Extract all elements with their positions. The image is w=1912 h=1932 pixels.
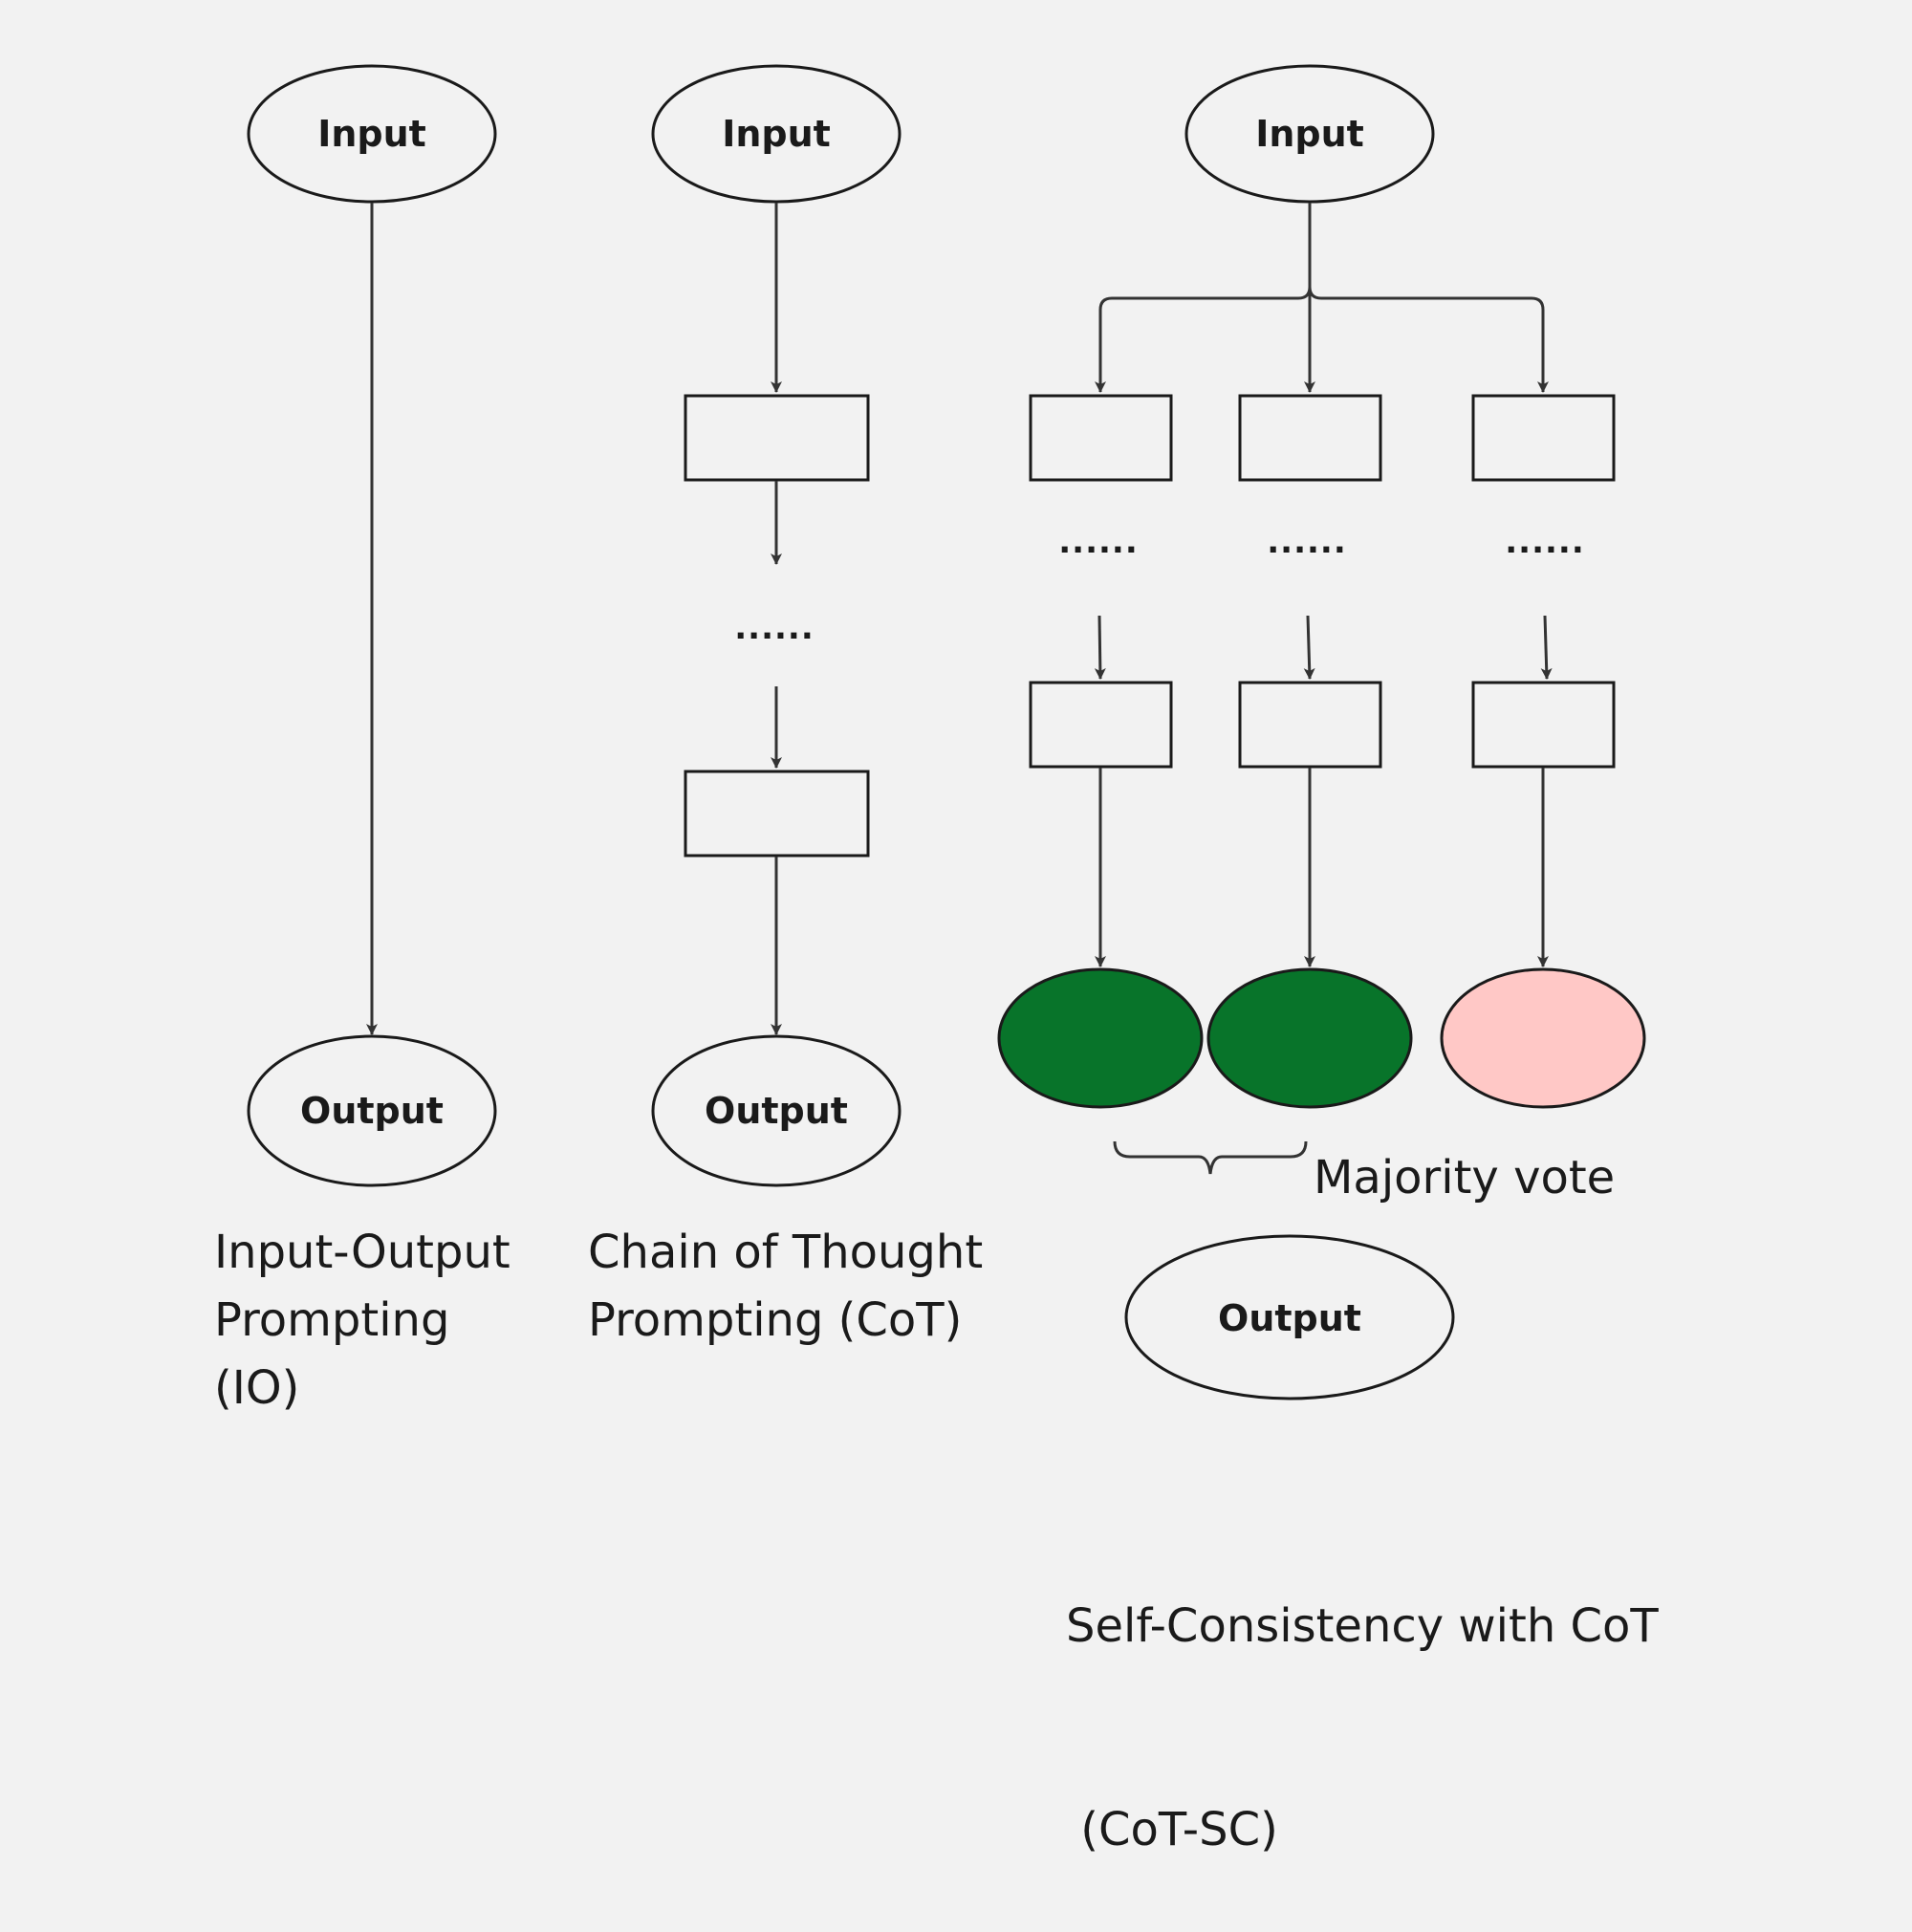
cotsc-caption-line-2: (CoT-SC) — [1066, 1803, 1278, 1856]
cotsc-answer-2 — [1206, 967, 1413, 1109]
cotsc-caption: Self-Consistency with CoT (CoT-SC) — [1066, 1457, 1659, 1932]
cot-column: Input ...... Output — [651, 64, 902, 1187]
io-output-label: Output — [300, 1090, 444, 1132]
cotsc-output-label: Output — [1218, 1297, 1361, 1339]
cotsc-answer-1 — [997, 967, 1204, 1109]
io-caption-line-1: Input-Output — [214, 1226, 511, 1279]
cot-thought-step-2 — [684, 770, 870, 857]
io-input-label: Input — [317, 113, 426, 155]
cotsc-path3-step-2 — [1471, 681, 1616, 769]
cot-caption-line-1: Chain of Thought — [588, 1226, 984, 1279]
cotsc-path2-ellipsis: ...... — [1267, 523, 1347, 561]
majority-vote-label: Majority vote — [1314, 1151, 1615, 1205]
cotsc-path1-ellipsis: ...... — [1058, 523, 1139, 561]
io-caption-line-2: Prompting — [214, 1293, 450, 1347]
cotsc-path1-dots-arrow — [1094, 615, 1106, 680]
cotsc-path3-step-1 — [1471, 394, 1616, 482]
io-caption-line-3: (IO) — [214, 1361, 300, 1415]
cotsc-caption-line-1: Self-Consistency with CoT — [1066, 1599, 1659, 1653]
io-caption: Input-Output Prompting (IO) — [214, 1219, 511, 1422]
cot-thought-step-1 — [684, 394, 870, 482]
cotsc-column: Input ...... ...... ...... Majority vote — [997, 64, 1646, 1400]
cotsc-path2-dots-arrow — [1303, 615, 1315, 680]
io-output-node — [247, 1034, 497, 1187]
cotsc-branch-left-arrow — [1095, 286, 1312, 393]
cot-input-node — [651, 64, 902, 204]
cotsc-path2-step-1 — [1238, 394, 1382, 482]
diagram-canvas: Input Output Input ...... Output Input .… — [214, 64, 1659, 1856]
cot-caption-line-2: Prompting (CoT) — [588, 1293, 963, 1347]
io-column: Input Output — [247, 64, 497, 1187]
cotsc-path1-step-1 — [1029, 394, 1173, 482]
cotsc-path3-dots-arrow — [1540, 615, 1553, 680]
cotsc-input-label: Input — [1255, 113, 1364, 155]
cot-caption: Chain of Thought Prompting (CoT) — [588, 1219, 983, 1355]
cot-output-label: Output — [705, 1090, 848, 1132]
cot-ellipsis: ...... — [734, 609, 815, 647]
majority-vote-brace — [1113, 1140, 1308, 1175]
cotsc-path1-step-2 — [1029, 681, 1173, 769]
cotsc-input-node — [1184, 64, 1435, 204]
cotsc-answer-3 — [1440, 967, 1646, 1109]
cot-output-node — [651, 1034, 902, 1187]
cot-input-label: Input — [722, 113, 831, 155]
io-input-node — [247, 64, 497, 204]
cotsc-branch-right-arrow — [1308, 286, 1549, 393]
cotsc-path2-step-2 — [1238, 681, 1382, 769]
cotsc-output-node — [1124, 1234, 1455, 1400]
cotsc-path3-ellipsis: ...... — [1505, 523, 1585, 561]
diagram-svg: Input Output Input ...... Output Input .… — [247, 64, 1646, 1400]
